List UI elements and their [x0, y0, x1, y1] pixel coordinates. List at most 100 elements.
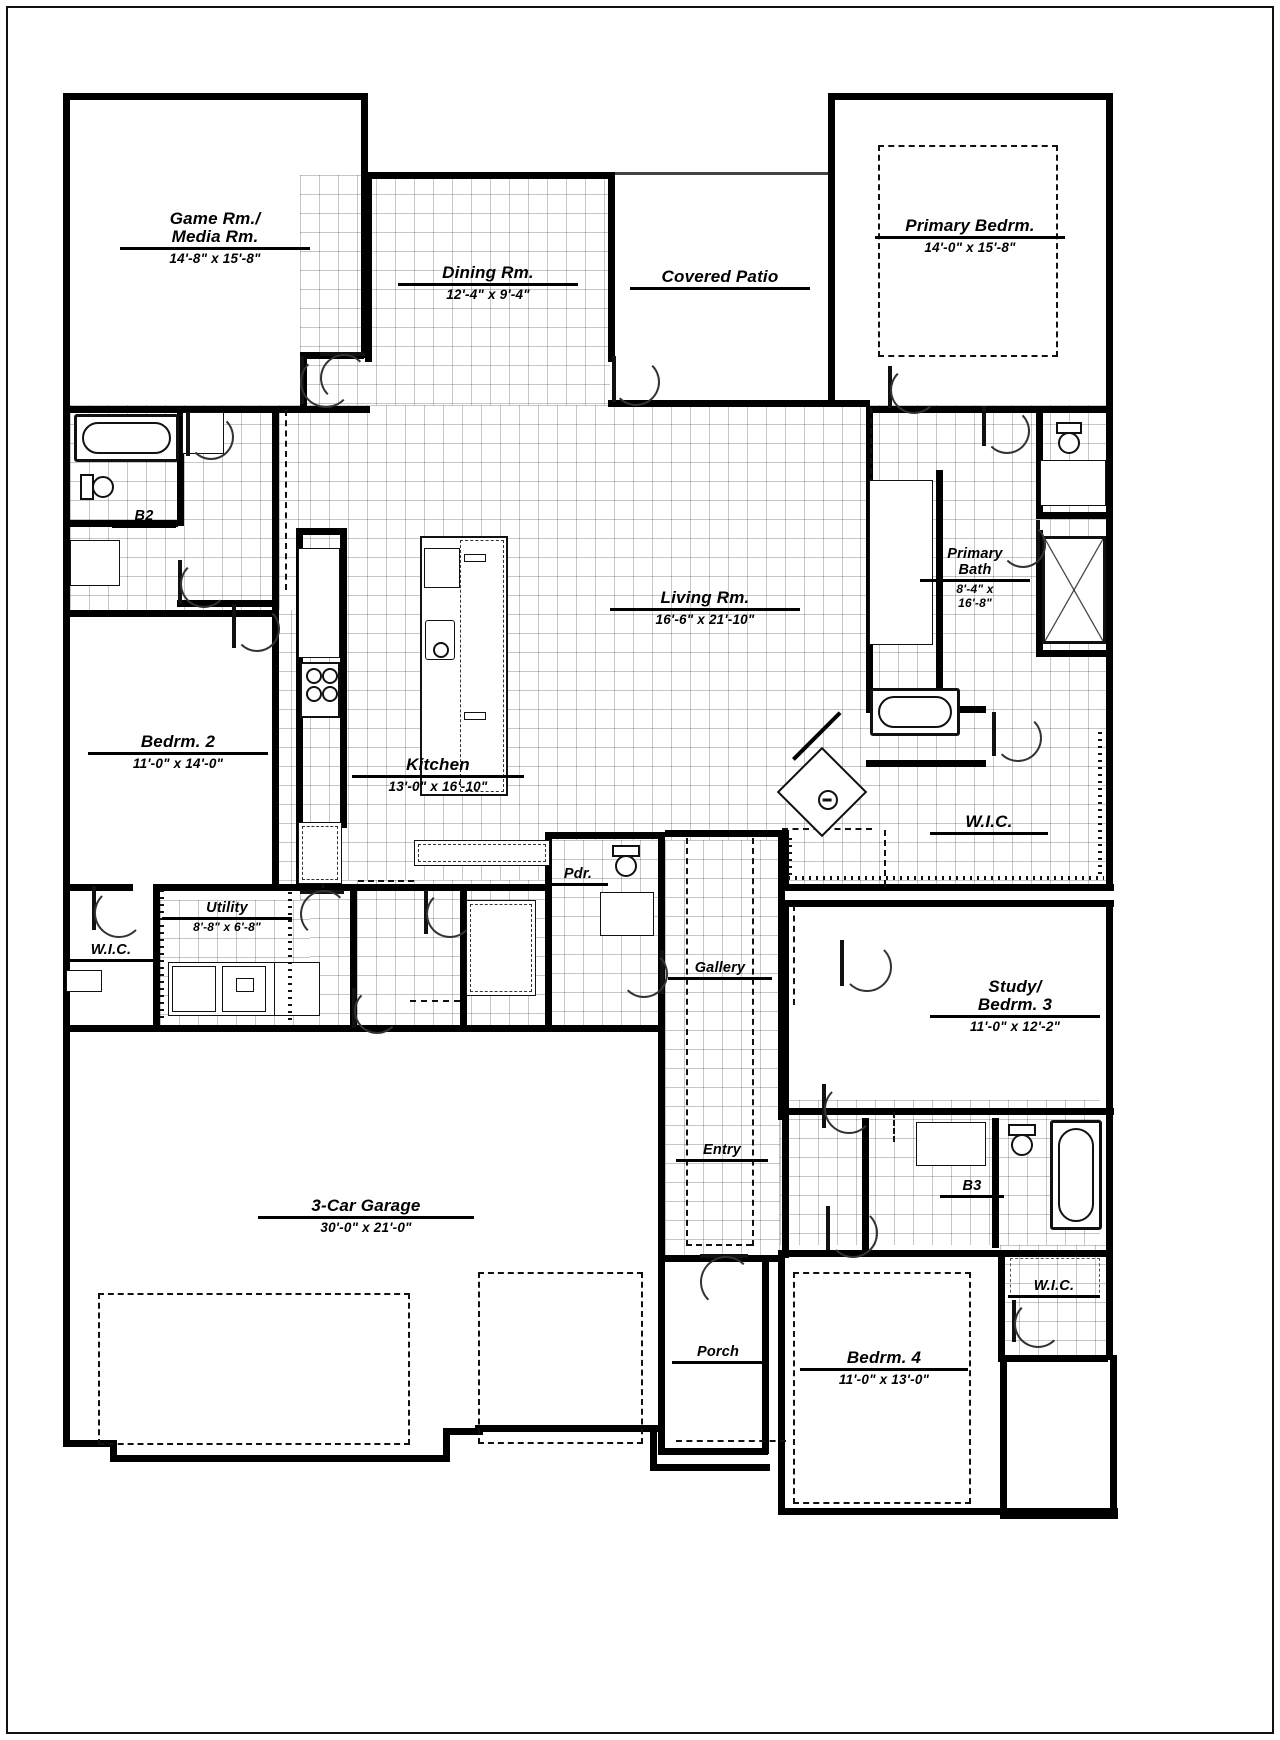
label-rule: [676, 1159, 768, 1163]
label-b2: B2: [112, 508, 176, 529]
label-rule: [66, 959, 156, 963]
label-rule: [800, 1368, 968, 1372]
wall-study-bottom: [782, 1108, 1114, 1115]
burner-tl-icon: [306, 668, 322, 684]
burner-br-icon: [322, 686, 338, 702]
wall-wic4-right: [1106, 1250, 1113, 1360]
utility-cabinet: [274, 962, 320, 1016]
wall-top-left: [63, 93, 368, 100]
dash-b3-open: [893, 1112, 895, 1142]
wall-pbath-wc-left: [1036, 406, 1043, 516]
label-utility: Utility 8'-8" x 6'-8": [162, 900, 292, 935]
wall-game-bottom2: [280, 406, 370, 413]
room-name: Utility: [206, 900, 248, 916]
wall-right-mid: [1106, 406, 1113, 726]
wall-porch-left: [658, 1258, 665, 1453]
vanity-b3: [916, 1122, 986, 1166]
wall-porch-step-l: [650, 1430, 657, 1470]
wall-bed2-bottom: [63, 884, 133, 891]
room-dim: 8'-4" x: [956, 582, 994, 597]
wall-game-right: [361, 93, 368, 358]
room-name: Dining Rm.: [442, 263, 534, 282]
room-dim-2: 16'-8": [958, 595, 992, 610]
label-primary-bath: Primary Bath 8'-4" x 16'-8": [920, 546, 1030, 610]
tile-dining: [300, 175, 610, 405]
utility-sink: [236, 978, 254, 992]
wall-bed4-left: [778, 1250, 785, 1512]
label-rule: [548, 883, 608, 887]
label-rule: [875, 236, 1065, 240]
room-name: Study/: [988, 977, 1042, 996]
utility-shelf-edge2: [288, 892, 292, 1022]
wall-bed4-bottom2: [1000, 1512, 1118, 1519]
wall-bed4-right: [1110, 1355, 1117, 1515]
wall-wic2-left: [63, 884, 70, 1029]
sheet-border: [6, 6, 1274, 1734]
kitchen-counter-bottom-dash: [418, 844, 546, 862]
room-name: Game Rm./: [169, 209, 261, 228]
shower-primary: [1042, 536, 1106, 644]
label-rule: [672, 1361, 764, 1365]
label-game-media: Game Rm./ Media Rm. 14'-8" x 15'-8": [120, 210, 310, 266]
label-rule: [162, 917, 292, 921]
room-name: 3-Car Garage: [311, 1196, 421, 1215]
wall-b3-mid: [862, 1118, 869, 1253]
wall-gallery-top: [665, 830, 785, 837]
tray-primary-bedrm: [878, 145, 1058, 357]
linen-primary: [1040, 460, 1106, 506]
wall-patio-top: [615, 172, 830, 175]
wall-pdr-top: [545, 832, 665, 839]
washer: [172, 966, 216, 1012]
label-rule: [930, 1014, 1100, 1018]
room-dim: 14'-8" x 15'-8": [169, 250, 261, 266]
label-rule: [1008, 1295, 1100, 1299]
garage-slab-left: [98, 1293, 410, 1445]
wall-dining-left: [365, 172, 372, 362]
room-dim: 11'-0" x 14'-0": [132, 756, 224, 772]
label-rule: [930, 832, 1048, 836]
dash-wic-open: [884, 830, 886, 886]
wall-patio-bottom2: [740, 400, 870, 407]
wall-right-b3: [1106, 1150, 1113, 1255]
label-wic-bed2: W.I.C.: [66, 942, 156, 963]
wall-wic-right: [1106, 726, 1113, 886]
label-rule: [120, 246, 310, 250]
wall-mud-right2: [460, 884, 467, 1029]
wall-garage-br-step: [443, 1428, 483, 1435]
mud-bench-dash: [470, 904, 532, 992]
wall-wic-bottom: [782, 884, 1114, 891]
wall-pbath-wc-bot: [1036, 512, 1113, 519]
label-entry: Entry: [676, 1142, 768, 1163]
wall-kitchen-left: [296, 528, 303, 888]
tub-primary: [870, 688, 960, 736]
wall-mud-top: [350, 884, 465, 891]
room-dim: 30'-0" x 21'-0": [320, 1220, 412, 1236]
wall-garage-left: [63, 1025, 70, 1445]
dash-study-l: [793, 905, 795, 1005]
wall-mud-right: [350, 884, 357, 1029]
island-sink: [424, 548, 460, 588]
wall-bed2-right: [272, 610, 279, 890]
room-name: W.I.C.: [1033, 1278, 1075, 1294]
wall-primary-bottom: [870, 406, 1113, 413]
wic2-shelf: [66, 970, 102, 992]
bed4-ceiling: [793, 1272, 971, 1504]
vanity-primary: [869, 480, 933, 645]
label-bedrm4: Bedrm. 4 11'-0" x 13'-0": [800, 1348, 968, 1387]
room-dim: 12'-4" x 9'-4": [446, 287, 530, 303]
room-name: Covered Patio: [661, 267, 779, 286]
wall-dining-right: [608, 172, 615, 362]
wall-kitchen-lt: [296, 528, 342, 535]
dash-gallery-l: [686, 838, 688, 1246]
room-name-2: Bath: [958, 562, 992, 579]
wall-pdr-bottom: [545, 1025, 665, 1032]
wall-patio-bottom: [608, 400, 798, 407]
room-name: Porch: [696, 1344, 740, 1360]
label-garage: 3-Car Garage 30'-0" x 21'-0": [258, 1196, 474, 1235]
wall-bath2-top: [177, 406, 277, 413]
tile-living-kitchen: [272, 405, 882, 885]
wall-wic2-right: [153, 884, 160, 1029]
room-name: B2: [134, 508, 154, 524]
wall-wic4-left: [998, 1250, 1005, 1360]
